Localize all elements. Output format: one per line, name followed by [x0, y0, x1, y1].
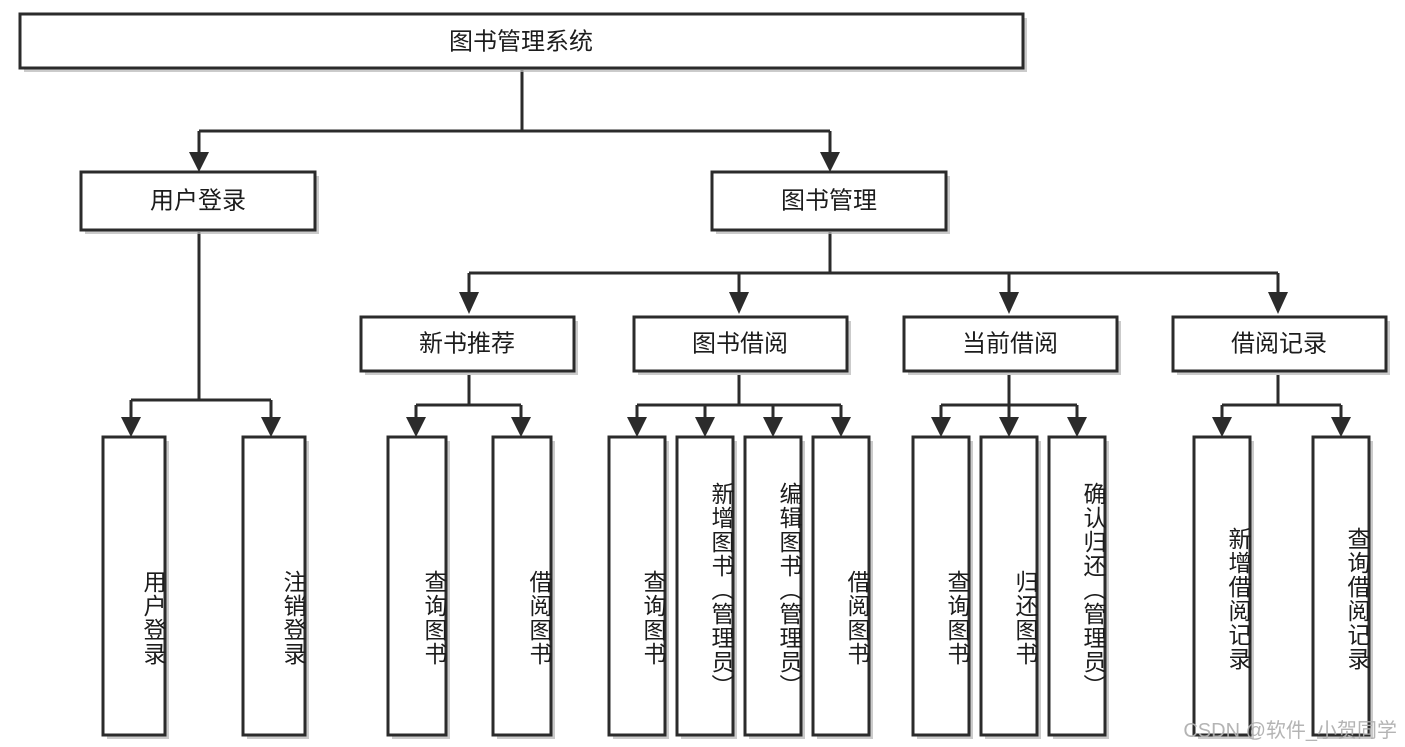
connector-book-management-bus — [467, 232, 1280, 300]
arrow-to-current-borrow — [999, 292, 1019, 314]
leaf-logout-login[interactable] — [241, 435, 307, 737]
node-borrow-record[interactable] — [1171, 315, 1388, 373]
node-root-label: 图书管理系统 — [449, 28, 593, 55]
arrow-to-leaf-user-login — [121, 417, 141, 437]
leaf-add-book[interactable] — [675, 435, 735, 737]
connector-new-book-recommend-bus — [414, 375, 523, 425]
arrow-to-leaf-query-book-1 — [406, 417, 426, 437]
leaf-add-borrow-record[interactable] — [1192, 435, 1252, 737]
node-new-book-recommend[interactable] — [359, 315, 576, 373]
arrow-to-leaf-query-book-3 — [931, 417, 951, 437]
leaf-confirm-return[interactable] — [1047, 435, 1107, 737]
node-borrow-record-label: 借阅记录 — [1231, 330, 1327, 357]
leaf-query-book-1[interactable] — [386, 435, 448, 737]
leaf-borrow-book-1[interactable] — [491, 435, 553, 737]
arrow-to-user-login — [189, 152, 209, 172]
node-book-management-label: 图书管理 — [781, 187, 877, 214]
arrow-to-leaf-confirm-return — [1067, 417, 1087, 437]
arrow-to-book-management — [820, 152, 840, 172]
node-current-borrow[interactable] — [902, 315, 1119, 373]
arrow-to-leaf-borrow-book-2 — [831, 417, 851, 437]
arrow-to-leaf-return-book — [999, 417, 1019, 437]
arrow-to-leaf-edit-book — [763, 417, 783, 437]
connector-root-bus — [197, 70, 832, 160]
leaf-borrow-book-2[interactable] — [811, 435, 871, 737]
leaf-return-book[interactable] — [979, 435, 1039, 737]
leaf-query-book-3[interactable] — [911, 435, 971, 737]
node-book-management[interactable] — [710, 170, 948, 232]
leaf-query-book-2[interactable] — [607, 435, 667, 737]
arrow-to-leaf-borrow-book-1 — [511, 417, 531, 437]
connector-borrow-record-bus — [1220, 375, 1343, 425]
connector-book-borrow-bus — [635, 375, 843, 425]
arrow-to-leaf-add-book — [695, 417, 715, 437]
arrow-to-leaf-query-book-2 — [627, 417, 647, 437]
arrow-to-new-book-recommend — [459, 292, 479, 314]
arrow-to-book-borrow — [729, 292, 749, 314]
leaf-edit-book[interactable] — [743, 435, 803, 737]
node-book-borrow[interactable] — [632, 315, 849, 373]
node-new-book-recommend-label: 新书推荐 — [419, 330, 515, 357]
leaf-query-borrow-record[interactable] — [1311, 435, 1371, 737]
node-user-login-label: 用户登录 — [150, 187, 246, 214]
node-layer: 图书管理系统 用户登录 图书管理 新书推荐 图书借阅 当前借阅 借阅记录 — [18, 12, 1390, 739]
arrow-to-borrow-record — [1268, 292, 1288, 314]
csdn-watermark: CSDN @软件_小贺同学 — [1183, 720, 1397, 742]
node-book-borrow-label: 图书借阅 — [692, 330, 788, 357]
arrow-to-leaf-query-borrow-record — [1331, 417, 1351, 437]
node-user-login[interactable] — [79, 170, 317, 232]
arrow-to-leaf-logout-login — [261, 417, 281, 437]
connector-layer — [121, 70, 1351, 437]
arrow-to-leaf-add-borrow-record — [1212, 417, 1232, 437]
connector-user-login-bus — [129, 232, 273, 425]
node-root[interactable] — [18, 12, 1025, 70]
node-current-borrow-label: 当前借阅 — [962, 330, 1058, 357]
connector-current-borrow-bus — [939, 375, 1079, 425]
leaf-user-login[interactable] — [101, 435, 167, 737]
